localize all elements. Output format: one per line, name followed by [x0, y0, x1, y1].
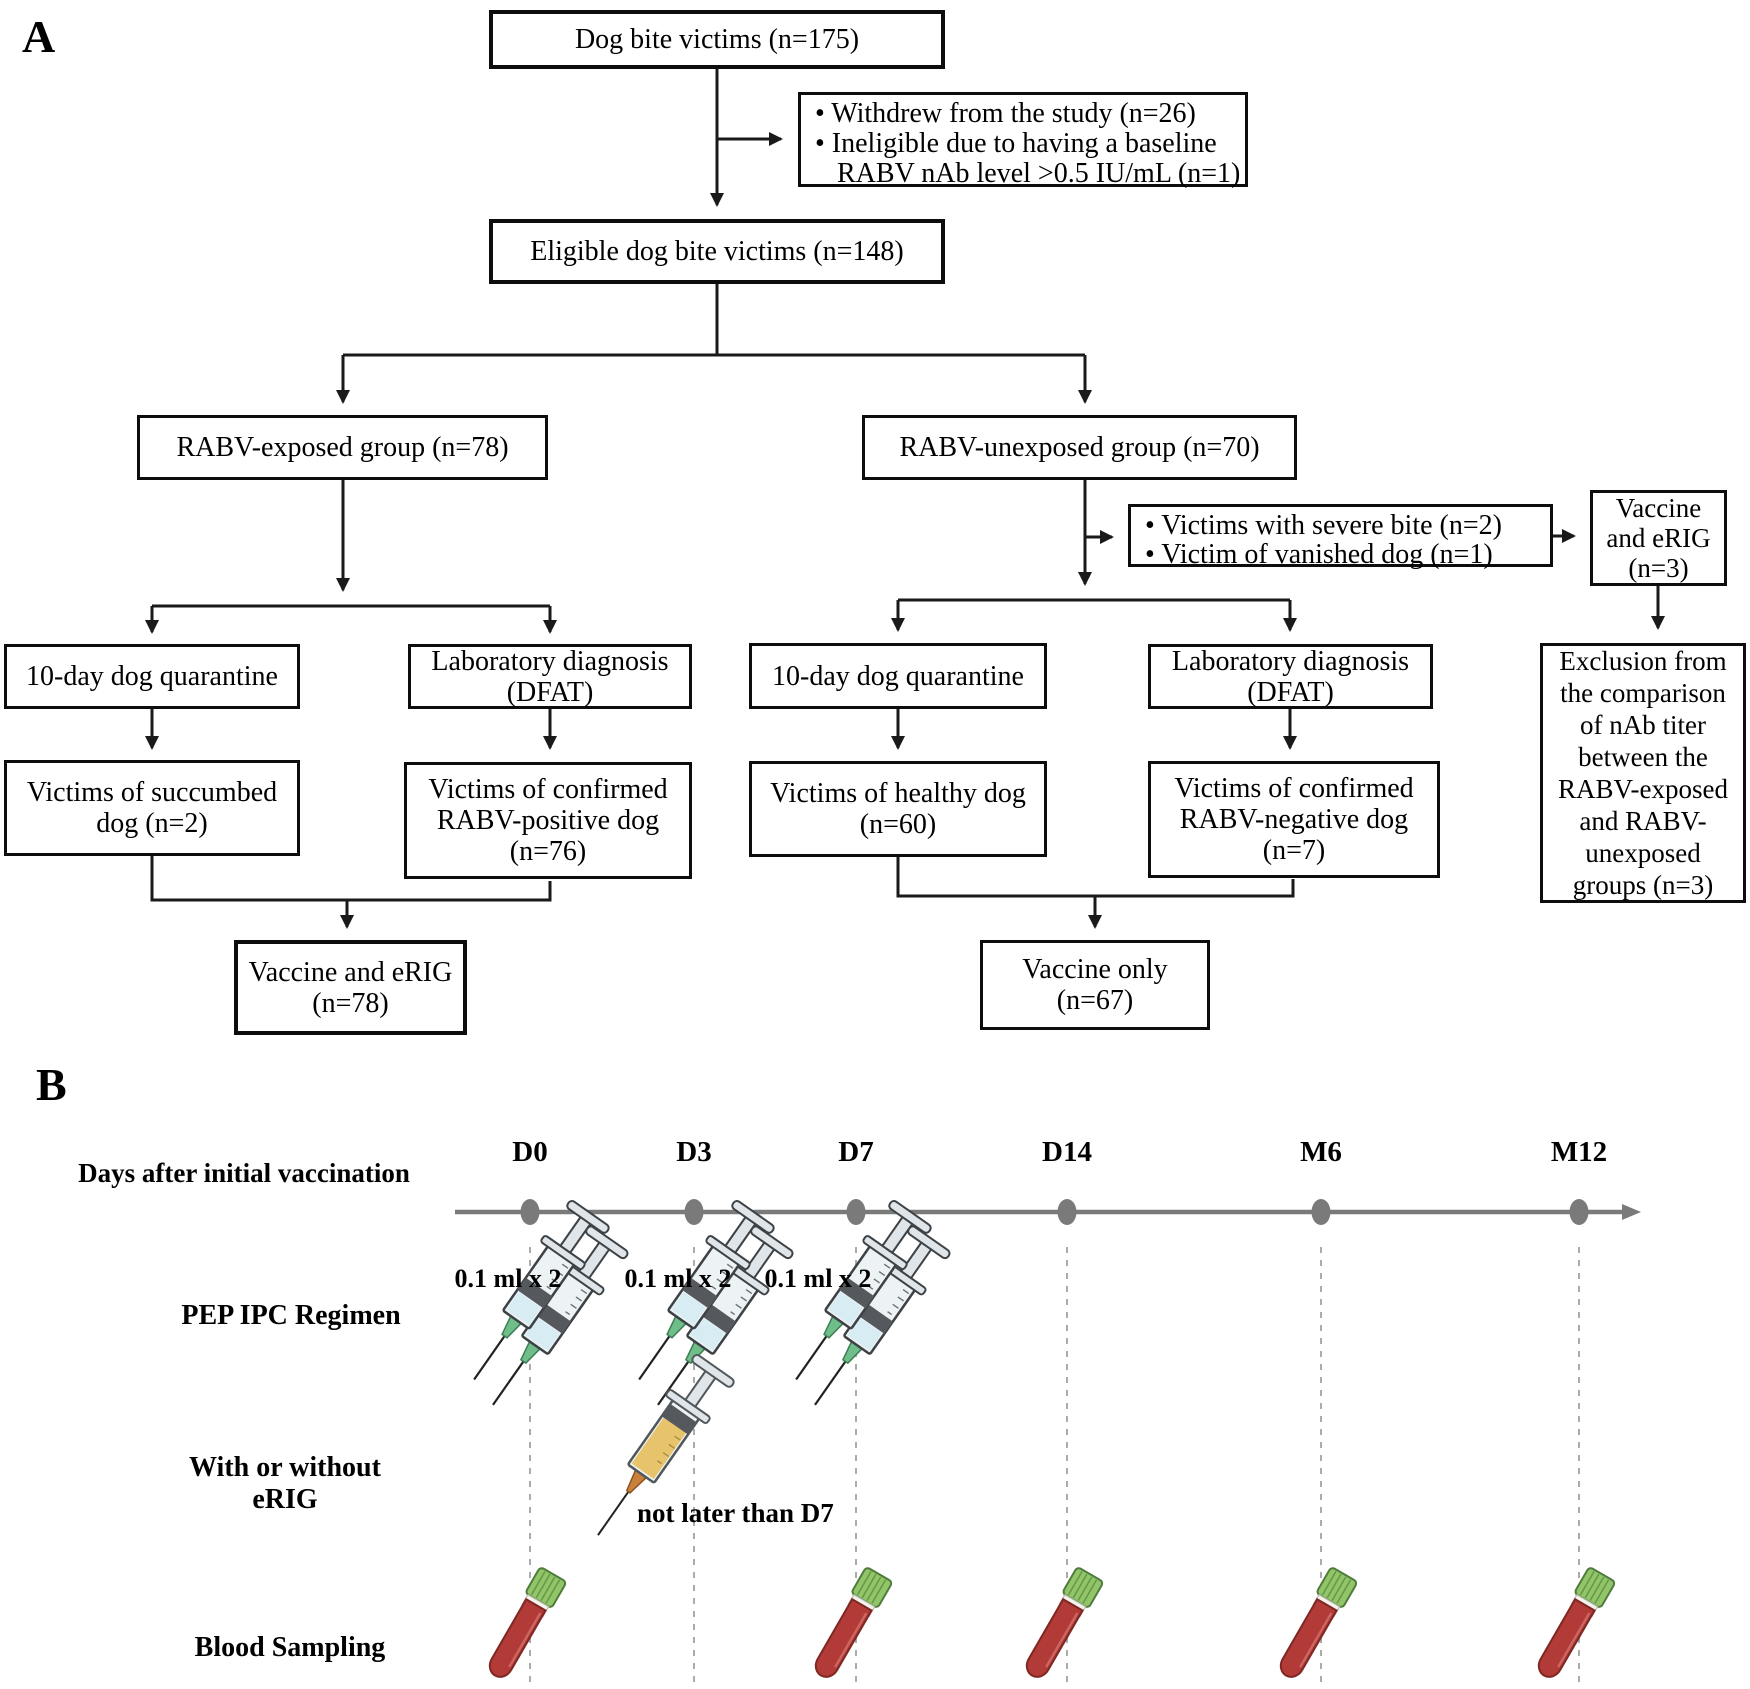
blood-tube-m12	[1529, 1565, 1617, 1685]
dose-label-d0: 0.1 ml x 2	[454, 1264, 562, 1293]
box-vaccine-only-n67: Vaccine only (n=67)	[980, 940, 1210, 1030]
tick-d0: D0	[512, 1136, 548, 1168]
row-label-blood-sampling: Blood Sampling	[194, 1632, 386, 1663]
row-label-erig: With or without eRIG	[189, 1452, 381, 1515]
ineligible-item: • Ineligible due to having a baseline	[815, 128, 1217, 159]
box-rabv-exposed-group: RABV-exposed group (n=78)	[137, 415, 548, 480]
panel-a-label: A	[22, 11, 56, 62]
dose-label-d3: 0.1 ml x 2	[624, 1264, 732, 1293]
box-withdrawn-ineligible: • Withdrew from the study (n=26) • Ineli…	[798, 92, 1248, 189]
timeline-axis	[455, 1199, 1641, 1225]
blood-tube-d14	[1017, 1565, 1105, 1685]
blood-tube-d0	[480, 1565, 568, 1685]
erig-note: not later than D7	[637, 1498, 834, 1528]
box-rabv-unexposed-group: RABV-unexposed group (n=70)	[862, 415, 1297, 480]
box-vaccine-erig-n3: Vaccine and eRIG (n=3)	[1590, 490, 1727, 586]
tick-d14: D14	[1042, 1136, 1092, 1168]
box-severe-vanished: • Victims with severe bite (n=2) • Victi…	[1128, 504, 1553, 570]
blood-tube-d7	[806, 1565, 894, 1685]
withdrew-item: • Withdrew from the study (n=26)	[815, 98, 1196, 129]
tick-d7: D7	[838, 1136, 874, 1168]
blood-tube-m6	[1271, 1565, 1359, 1685]
box-quarantine-exposed: 10-day dog quarantine	[4, 644, 300, 709]
box-quarantine-unexposed: 10-day dog quarantine	[749, 643, 1047, 709]
ineligible-item-cont: RABV nAb level >0.5 IU/mL (n=1)	[837, 158, 1241, 189]
panel-b-label: B	[36, 1059, 67, 1110]
box-lab-diagnosis-exposed: Laboratory diagnosis (DFAT)	[408, 644, 692, 709]
panel-a-arrows	[145, 69, 1665, 929]
tick-m6: M6	[1300, 1136, 1342, 1168]
tick-m12: M12	[1550, 1136, 1608, 1168]
vanished-dog-item: • Victim of vanished dog (n=1)	[1145, 539, 1493, 570]
box-vaccine-erig-n78: Vaccine and eRIG (n=78)	[234, 940, 467, 1035]
severe-bite-item: • Victims with severe bite (n=2)	[1145, 510, 1502, 541]
box-eligible-victims: Eligible dog bite victims (n=148)	[489, 219, 945, 284]
dose-label-d7: 0.1 ml x 2	[764, 1264, 872, 1293]
box-dog-bite-victims: Dog bite victims (n=175)	[489, 10, 945, 69]
box-healthy-dog: Victims of healthy dog (n=60)	[749, 761, 1047, 857]
box-exclusion-from-comparison: Exclusion from the comparison of nAb tit…	[1540, 643, 1746, 903]
box-succumbed-dog: Victims of succumbed dog (n=2)	[4, 760, 300, 856]
box-rabv-negative-dog: Victims of confirmed RABV-negative dog (…	[1148, 761, 1440, 878]
tick-d3: D3	[676, 1136, 712, 1168]
row-label-pep-regimen: PEP IPC Regimen	[181, 1300, 401, 1331]
syringe-pair-d7	[774, 1197, 954, 1421]
box-rabv-positive-dog: Victims of confirmed RABV-positive dog (…	[404, 762, 692, 879]
timeline-axis-label: Days after initial vaccination	[78, 1158, 410, 1188]
box-lab-diagnosis-unexposed: Laboratory diagnosis (DFAT)	[1148, 644, 1433, 709]
